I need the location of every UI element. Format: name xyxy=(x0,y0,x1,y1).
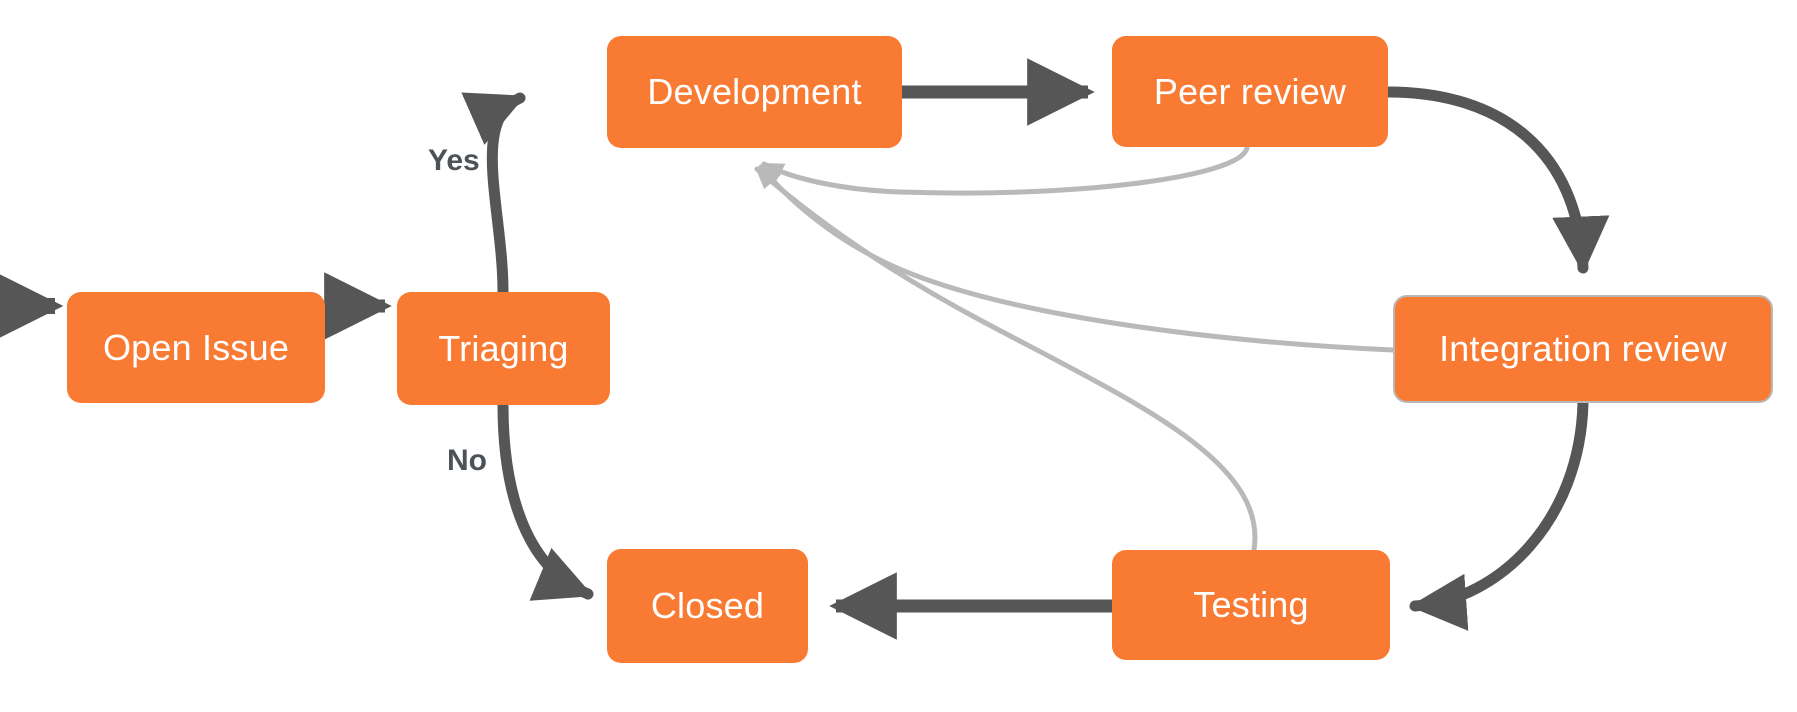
edge-peer-review-to-integration-review xyxy=(1382,86,1610,274)
node-integration-review[interactable]: Integration review xyxy=(1393,295,1773,403)
node-peer-review[interactable]: Peer review xyxy=(1112,36,1388,147)
edge-label-yes: Yes xyxy=(428,144,480,177)
edge-peer-review-to-development xyxy=(761,145,1250,196)
node-label: Testing xyxy=(1193,584,1309,625)
node-label: Integration review xyxy=(1439,328,1727,369)
edge-integration-review-to-testing xyxy=(1409,397,1589,631)
edge-testing-to-development xyxy=(754,166,1258,553)
node-label: Open Issue xyxy=(102,326,290,368)
edge-integration-review-to-development xyxy=(758,164,1396,353)
node-label: Peer review xyxy=(1153,70,1347,112)
node-triaging[interactable]: Triaging xyxy=(397,292,610,405)
node-label: Development xyxy=(647,71,862,112)
edge-triaging-to-development xyxy=(461,92,526,298)
node-label: Triaging xyxy=(438,327,569,369)
node-testing[interactable]: Testing xyxy=(1112,550,1390,660)
node-label: Closed xyxy=(650,585,765,626)
node-development[interactable]: Development xyxy=(607,36,902,148)
node-open-issue[interactable]: Open Issue xyxy=(67,292,325,403)
edge-triaging-to-closed xyxy=(497,399,594,601)
node-closed[interactable]: Closed xyxy=(607,549,808,663)
edge-label-no: No xyxy=(447,444,487,477)
